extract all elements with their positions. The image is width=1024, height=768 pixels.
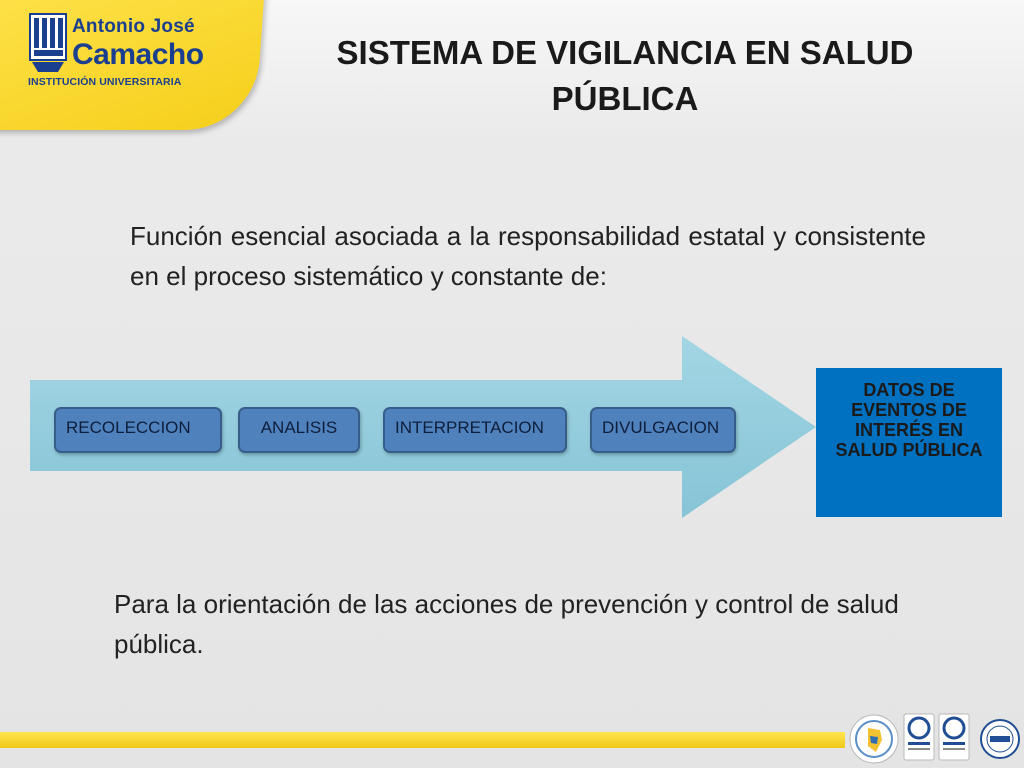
process-step-interpretacion: INTERPRETACION xyxy=(383,407,567,453)
iqnet-cert-icon xyxy=(980,719,1020,759)
slide-title: SISTEMA DE VIGILANCIA EN SALUD PÚBLICA xyxy=(336,34,914,117)
institution-logo: Antonio José Camacho INSTITUCIÓN UNIVERS… xyxy=(28,12,204,88)
logo-emblem-icon xyxy=(29,13,67,72)
quality-cert-icon xyxy=(903,713,935,761)
logo-surname-line: Camacho xyxy=(72,38,204,71)
logo-tagline: INSTITUCIÓN UNIVERSITARIA xyxy=(28,76,182,88)
logo-name-line: Antonio José xyxy=(72,16,195,37)
process-step-divulgacion: DIVULGACION xyxy=(590,407,736,453)
process-result-box: DATOS DE EVENTOS DE INTERÉS EN SALUD PÚB… xyxy=(816,368,1002,517)
certification-logos xyxy=(849,713,1020,764)
iso-cert-icon xyxy=(938,713,970,761)
closing-paragraph: Para la orientación de las acciones de p… xyxy=(114,589,899,659)
intro-paragraph: Función esencial asociada a la responsab… xyxy=(130,221,926,291)
process-step-recoleccion: RECOLECCION xyxy=(54,407,222,453)
footer-yellow-bar xyxy=(0,732,845,748)
process-step-analisis: ANALISIS xyxy=(238,407,360,453)
colombia-seal-icon xyxy=(849,714,899,764)
